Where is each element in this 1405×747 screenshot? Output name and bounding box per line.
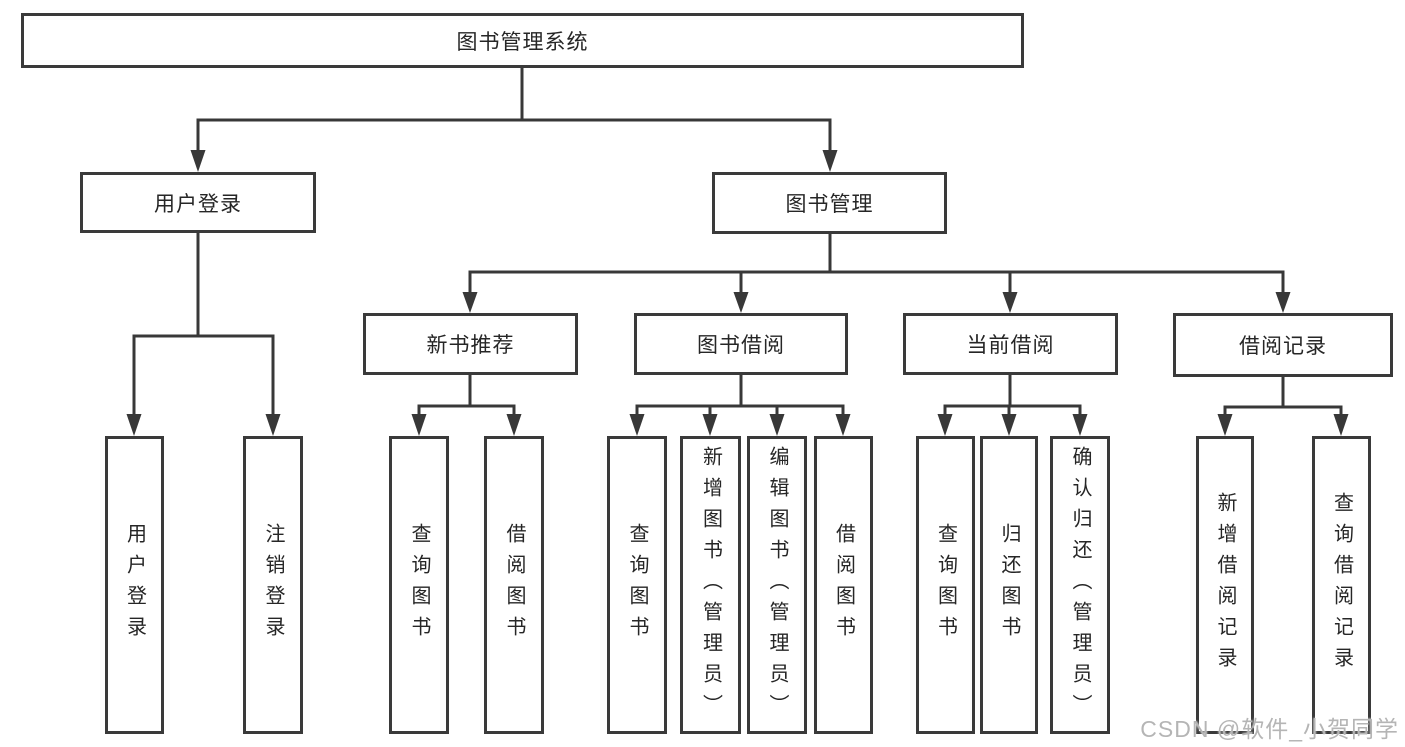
connector-borrow-records	[1217, 375, 1349, 436]
connector-root	[190, 66, 838, 172]
connector-new-book-recommend	[411, 373, 522, 436]
node-user-login: 用户登录	[80, 172, 316, 233]
connector-user-login	[126, 231, 281, 436]
node-query-books-borrow: 查询图书	[607, 436, 667, 734]
arrow-down-icon	[835, 414, 851, 436]
node-current-borrow: 当前借阅	[903, 313, 1118, 375]
node-borrow-records: 借阅记录	[1173, 313, 1393, 377]
connector-current-borrow	[937, 373, 1088, 436]
arrow-down-icon	[1217, 414, 1233, 436]
node-query-books-current: 查询图书	[916, 436, 975, 734]
arrow-down-icon	[1333, 414, 1349, 436]
node-add-borrow-record: 新增借阅记录	[1196, 436, 1254, 734]
connector-book-management	[462, 232, 1291, 313]
arrow-down-icon	[769, 414, 785, 436]
arrow-down-icon	[462, 292, 478, 313]
arrow-down-icon	[126, 414, 142, 436]
arrow-down-icon	[1275, 292, 1291, 313]
arrow-down-icon	[411, 414, 427, 436]
node-library-system: 图书管理系统	[21, 13, 1024, 68]
arrow-down-icon	[937, 414, 953, 436]
arrow-down-icon	[629, 414, 645, 436]
arrow-down-icon	[733, 292, 749, 313]
node-confirm-return-admin: 确认归还（管理员）	[1050, 436, 1110, 734]
arrow-down-icon	[265, 414, 281, 436]
node-edit-books-admin: 编辑图书（管理员）	[747, 436, 807, 734]
node-query-borrow-record: 查询借阅记录	[1312, 436, 1371, 734]
arrow-down-icon	[1002, 292, 1018, 313]
csdn-watermark: CSDN @软件_小贺同学	[1140, 716, 1399, 742]
node-user-login-action: 用户登录	[105, 436, 164, 734]
node-add-books-admin: 新增图书（管理员）	[680, 436, 741, 734]
node-book-borrow: 图书借阅	[634, 313, 848, 375]
node-borrow-books: 借阅图书	[814, 436, 873, 734]
connector-book-borrow	[629, 373, 851, 436]
node-logout: 注销登录	[243, 436, 303, 734]
node-query-books-recommend: 查询图书	[389, 436, 449, 734]
node-book-management: 图书管理	[712, 172, 947, 234]
arrow-down-icon	[1001, 414, 1017, 436]
arrow-down-icon	[702, 414, 718, 436]
node-return-books: 归还图书	[980, 436, 1038, 734]
arrow-down-icon	[822, 150, 838, 172]
node-new-book-recommend: 新书推荐	[363, 313, 578, 375]
arrow-down-icon	[506, 414, 522, 436]
node-borrow-books-recommend: 借阅图书	[484, 436, 544, 734]
arrow-down-icon	[1072, 414, 1088, 436]
arrow-down-icon	[190, 150, 206, 172]
